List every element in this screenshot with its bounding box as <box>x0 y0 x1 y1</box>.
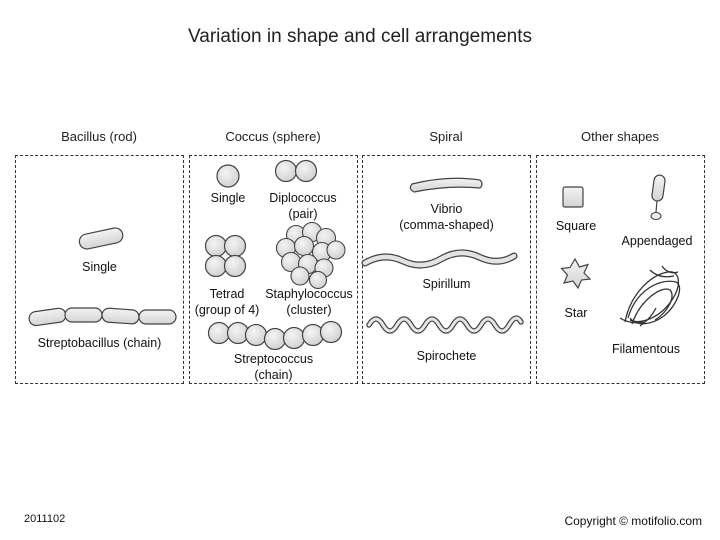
panel-bacillus <box>15 155 184 384</box>
label-diplococcus-pair: (pair) <box>288 207 318 221</box>
label-coccus-single: Single <box>210 191 246 205</box>
label-tetrad: Tetrad <box>209 287 245 301</box>
heading-spiral: Spiral <box>429 129 463 144</box>
figure-code: 2011102 <box>24 513 66 525</box>
diagram-title: Variation in shape and cell arrangements <box>188 26 532 47</box>
label-star: Star <box>564 306 588 320</box>
label-vibrio: Vibrio <box>430 202 463 216</box>
panel-coccus <box>189 155 358 384</box>
label-filamentous: Filamentous <box>611 342 681 356</box>
label-square: Square <box>555 219 597 233</box>
label-vibrio-comma: (comma-shaped) <box>399 218 494 232</box>
label-diplococcus: Diplococcus <box>269 191 337 205</box>
panel-other <box>536 155 705 384</box>
label-staphylococcus-cluster: (cluster) <box>286 303 332 317</box>
label-tetrad-group: (group of 4) <box>194 303 260 317</box>
heading-bacillus: Bacillus (rod) <box>61 129 137 144</box>
copyright-text: Copyright © motifolio.com <box>564 514 702 528</box>
panel-spiral <box>362 155 531 384</box>
label-streptobacillus: Streptobacillus (chain) <box>37 336 162 350</box>
label-bacillus-single: Single <box>82 260 117 274</box>
label-appendaged: Appendaged <box>621 234 693 248</box>
heading-coccus: Coccus (sphere) <box>225 129 321 144</box>
label-streptococcus-chain: (chain) <box>254 368 293 382</box>
label-spirochete: Spirochete <box>416 349 477 363</box>
label-staphylococcus: Staphylococcus <box>265 287 353 301</box>
heading-other: Other shapes <box>580 129 660 144</box>
label-spirillum: Spirillum <box>422 277 471 291</box>
label-streptococcus: Streptococcus <box>233 352 314 366</box>
